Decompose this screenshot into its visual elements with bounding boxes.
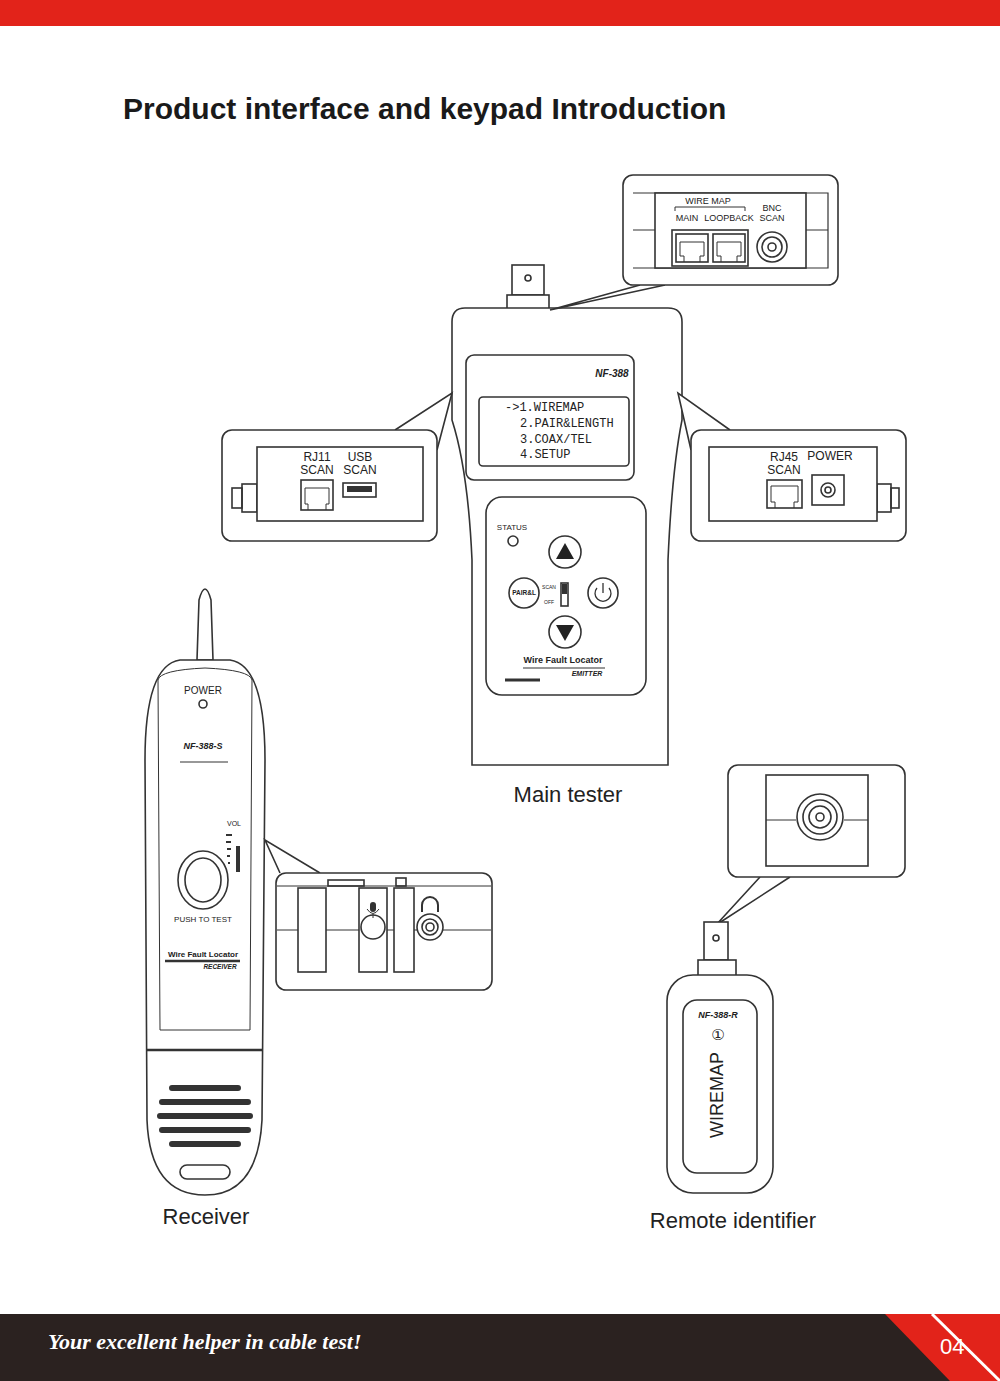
part-label: ->1.WIREMAP — [505, 402, 584, 415]
part-label: SCAN — [542, 585, 556, 591]
device-part: NF-388-R ① WIREMAP Remote identifier — [640, 975, 830, 1235]
part-label: Wire Fault Locator — [524, 656, 603, 666]
device-part: ->1.WIREMAP 2.PAIR&LENGTH 3.COAX/TEL 4.SETU… — [479, 397, 629, 466]
part-label: RECEIVER — [203, 963, 236, 970]
part-label: 3.COAX/TEL — [520, 434, 592, 447]
part-label: Receiver — [163, 1205, 250, 1229]
part-label: POWER — [807, 450, 852, 463]
right-callout — [678, 393, 906, 541]
footer-accent — [885, 1314, 1000, 1381]
part-label: RJ45 SCAN — [764, 451, 804, 477]
part-label: POWER — [184, 685, 222, 696]
footer-stripe — [932, 1314, 1000, 1381]
part-label: EMITTER — [572, 670, 603, 678]
part-label: RJ11 SCAN — [297, 451, 337, 477]
receiver-callout — [265, 840, 492, 990]
part-label: MAIN — [676, 214, 699, 224]
part-label: WIREMAP — [708, 1052, 728, 1138]
part-label: VOL — [227, 820, 241, 828]
part-label: 2.PAIR&LENGTH — [520, 418, 614, 431]
remote-identifier — [667, 922, 773, 1193]
device-part: WIRE MAP MAIN LOOPBACKBNC SCAN — [623, 175, 838, 285]
part-label: NF-388-R — [698, 1011, 738, 1021]
part-label: WIRE MAP — [685, 197, 731, 207]
part-label: BNC SCAN — [757, 204, 787, 224]
footer-bar — [0, 1314, 1000, 1381]
top-bar — [0, 0, 1000, 26]
part-label: NF-388 — [595, 368, 628, 379]
page-number: 04 — [940, 1335, 964, 1359]
part-label: OFF — [544, 600, 554, 606]
part-label: Remote identifier — [650, 1209, 816, 1233]
device-part: POWER NF-388-S VOL PUSH TO TEST Wire Fault L… — [140, 580, 270, 1235]
device-part: RJ11 SCANUSB SCAN — [222, 430, 437, 541]
part-label: Main tester — [514, 783, 623, 807]
part-label: PAIR&L — [512, 589, 536, 596]
device-part: NF-388Main tester ->1.WIREMAP 2.PAIR&LENGT… — [440, 300, 700, 810]
footer-slogan: Your excellent helper in cable test! — [48, 1330, 361, 1354]
part-label: NF-388-S — [183, 742, 222, 752]
device-part: STATUS PAIR&L SCAN OFF Wire Fault LocatorEMI… — [486, 497, 646, 695]
part-label: ① — [711, 1027, 724, 1044]
page-title: Product interface and keypad Introductio… — [123, 92, 726, 125]
main-tester — [452, 265, 682, 765]
top-callout — [550, 175, 838, 310]
part-label: STATUS — [497, 524, 527, 533]
part-label: USB SCAN — [340, 451, 380, 477]
part-label: PUSH TO TEST — [174, 916, 232, 925]
part-label: LOOPBACK — [704, 214, 754, 224]
left-callout — [222, 393, 452, 541]
remote-callout — [716, 765, 905, 925]
receiver — [145, 589, 265, 1195]
part-label: 4.SETUP — [520, 449, 570, 462]
part-label: Wire Fault Locator — [168, 951, 238, 960]
device-part: RJ45 SCANPOWER — [691, 430, 906, 541]
